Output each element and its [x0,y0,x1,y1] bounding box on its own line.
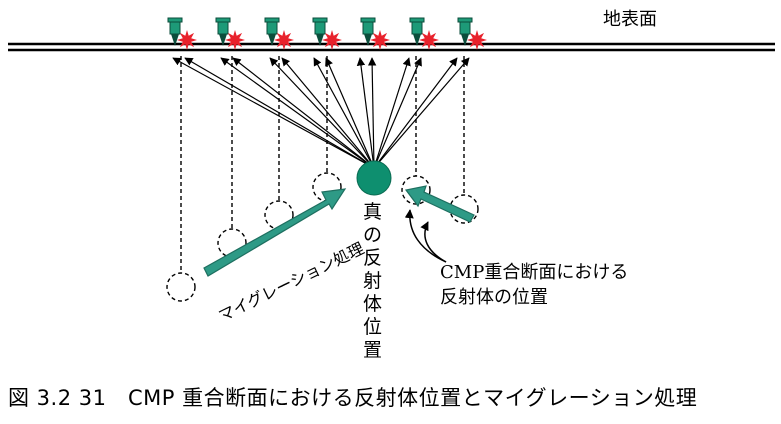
ray-line [373,57,411,169]
ray-line [269,57,375,169]
ray-line [281,57,375,169]
migration-arrow-right [404,185,475,223]
receiver-icon [457,17,473,46]
burst-icon [467,30,487,50]
burst-icon [419,30,439,50]
burst-icon [225,30,245,50]
ray-line [373,57,470,169]
receiver-icon [360,17,376,46]
true-reflector-label-char: の [363,224,382,246]
ray-line [172,57,375,169]
ray-line [313,57,375,169]
cmp-position-label-line2: 反射体の位置 [440,287,548,308]
burst-icon [322,30,342,50]
burst-icon [274,30,294,50]
apparent-reflector-circle [166,272,196,302]
true-reflector-label-char: 位 [363,316,382,338]
migration-arrow-left [203,188,347,277]
ground-surface-label: 地表面 [603,9,657,30]
cmp-pointer-arrows [404,209,447,263]
receiver-array [167,17,487,50]
vertical-projection-lines [180,56,465,273]
ground-surface-line [8,42,775,52]
ray-line [220,57,375,169]
receiver-icon [264,17,280,46]
ray-line [232,57,375,169]
ray-line [373,57,422,169]
figure-caption: 図 3.2 31 CMP 重合断面における反射体位置とマイグレーション処理 [8,386,698,410]
ray-paths [172,57,470,169]
receiver-icon [167,17,183,46]
receiver-icon [215,17,231,46]
ray-line [325,57,375,169]
cmp-position-label-line1: CMP重合断面における [440,262,628,283]
receiver-icon [409,17,425,46]
ray-line [356,57,375,169]
receiver-icon [312,17,328,46]
true-reflector-label-char: 体 [363,293,382,315]
true-reflector-label-char: 射 [363,270,382,292]
true-reflector-label-char: 置 [363,339,382,361]
true-reflector-label-char: 真 [363,201,382,223]
burst-icon [370,30,390,50]
true-reflector [356,160,392,196]
ray-line [367,57,377,169]
burst-icon [177,30,197,50]
true-reflector-label-char: 反 [363,247,382,269]
